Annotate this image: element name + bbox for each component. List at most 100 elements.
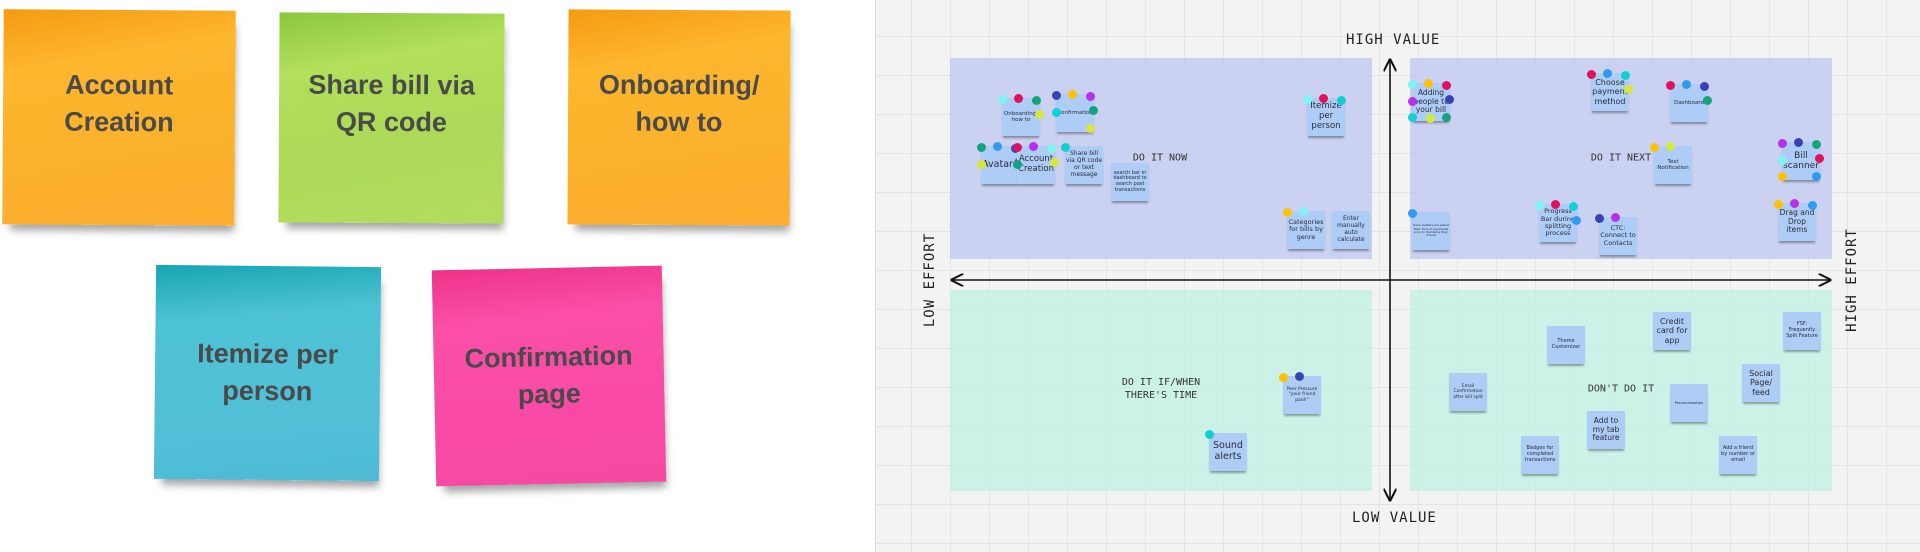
vote-dot <box>1014 94 1023 103</box>
sticky-note-text: Onboarding/ how to <box>1003 110 1039 123</box>
sticky-note[interactable]: Email Confirmation after bill split <box>1449 373 1487 411</box>
sticky-note-text: Badges for completed transactions <box>1524 445 1556 463</box>
quadrant-label-do-it-next: DO IT NEXT <box>1590 152 1652 164</box>
vote-dot <box>1408 97 1417 106</box>
sticky-note[interactable]: Have avatars pre select their form of pa… <box>1408 209 1450 250</box>
vote-dot <box>1295 372 1304 381</box>
vote-dot <box>1052 91 1061 100</box>
vote-dot <box>998 95 1007 104</box>
vote-dot <box>1086 124 1095 133</box>
quadrant-label-dont-do-it: DON'T DO IT <box>1587 383 1655 395</box>
vote-dot <box>1283 208 1292 217</box>
vote-dot <box>977 143 986 152</box>
vote-dot <box>1035 110 1044 119</box>
sticky-note-text: FSF: Frequently Split Feature <box>1786 321 1818 339</box>
sticky-note-text: Social Page/ feed <box>1749 369 1773 397</box>
sticky-note[interactable]: search bar in dashboard to search past t… <box>1111 163 1149 201</box>
vote-dot <box>1778 156 1787 165</box>
sticky-note[interactable]: Dashboard <box>1666 80 1712 122</box>
vote-dot <box>1089 106 1098 115</box>
axis-label-high-effort: HIGH EFFORT <box>1843 228 1860 332</box>
vote-dot <box>1442 81 1451 90</box>
sticky-note[interactable]: Categories for bills by genre <box>1283 207 1325 249</box>
sticky-note[interactable]: Bill scanner <box>1778 138 1824 181</box>
vote-dot <box>1569 202 1578 211</box>
sticky-note-text: Choose payment method <box>1592 78 1628 106</box>
vote-dot <box>1319 94 1328 103</box>
sticky-note[interactable]: FSF: Frequently Split Feature <box>1783 312 1821 350</box>
vote-dot <box>1013 143 1022 152</box>
sticky-note-text: Email Confirmation after bill split <box>1453 384 1483 400</box>
vote-dot <box>1408 113 1417 122</box>
vote-dot <box>1778 172 1787 181</box>
sticky-note-text: Enter manually auto calculate <box>1337 215 1365 243</box>
sticky-note[interactable]: CTC: Connect to Contacts <box>1595 213 1637 255</box>
sticky-note-text: Theme Customizer <box>1551 338 1581 350</box>
vote-dot <box>1611 213 1620 222</box>
sticky-note-text: Drag and Drop items <box>1779 208 1815 235</box>
vote-dot <box>1445 95 1454 104</box>
vote-dot <box>1424 79 1433 88</box>
vote-dot <box>1408 80 1417 89</box>
vote-dot <box>1426 114 1435 123</box>
sticky-note-text: Personalization <box>1674 399 1704 405</box>
sticky-note[interactable]: Theme Customizer <box>1547 326 1585 364</box>
sticky-note[interactable]: Confirmation <box>1052 90 1098 133</box>
vote-dot <box>1666 81 1675 90</box>
vote-dot <box>1666 142 1675 151</box>
vote-dot <box>1052 108 1061 117</box>
vote-dot <box>1061 143 1070 152</box>
vote-dot <box>1682 80 1691 89</box>
quadrant-label-do-it-if-time: DO IT IF/WHEN THERE'S TIME <box>1121 377 1201 401</box>
vote-dot <box>1551 200 1560 209</box>
sticky-note[interactable]: Itemize per person <box>1303 94 1346 136</box>
sticky-note-text: Bill scanner <box>1783 150 1819 171</box>
sticky-note-text: Add to my tab feature <box>1592 416 1620 443</box>
sticky-note-text: Categories for bills by genre <box>1288 217 1324 241</box>
sticky-note[interactable]: Onboarding/ how to <box>998 94 1044 136</box>
vote-dot <box>1068 90 1077 99</box>
sticky-note[interactable]: Personalization <box>1670 384 1708 422</box>
vote-dot <box>1621 71 1630 80</box>
vote-dot <box>1205 430 1214 439</box>
vote-dot <box>1047 144 1056 153</box>
vote-dot <box>1794 138 1803 147</box>
sticky-note-text: Peer Pressure "your friend paid!" <box>1286 387 1318 403</box>
vote-dot <box>993 142 1002 151</box>
sticky-note[interactable]: Add to my tab feature <box>1587 411 1625 449</box>
vote-dot <box>1337 96 1346 105</box>
vote-dot <box>1812 140 1821 149</box>
sticky-note-text: Sound alerts <box>1213 440 1243 462</box>
sticky-note-text: Progress Bar during splitting process <box>1540 207 1576 238</box>
sticky-note-text: Itemize per person <box>1310 101 1342 131</box>
vote-dot <box>1595 214 1604 223</box>
sticky-note[interactable]: Enter manually auto calculate <box>1332 211 1370 249</box>
vote-dot <box>1303 95 1312 104</box>
sticky-note[interactable]: Progress Bar during splitting process <box>1535 200 1581 242</box>
vote-dot <box>1603 69 1612 78</box>
sticky-note[interactable]: Peer Pressure "your friend paid!" <box>1279 372 1321 414</box>
sticky-note[interactable]: Sound alerts <box>1205 430 1247 471</box>
vote-dot <box>1299 207 1308 216</box>
sticky-note[interactable]: Drag and Drop items <box>1774 199 1817 241</box>
sticky-note[interactable]: Share bill via QR code or text message <box>1061 143 1103 184</box>
sticky-note-text: Have avatars pre select their form of pa… <box>1413 223 1449 238</box>
sticky-note[interactable]: Adding people to your bill <box>1408 79 1454 123</box>
axis-label-low-value: LOW VALUE <box>1352 510 1437 526</box>
vote-dot <box>1572 216 1581 225</box>
vote-dot <box>1815 154 1824 163</box>
sticky-note-text: Adding people to your bill <box>1413 88 1449 115</box>
sticky-note[interactable]: Text Notification <box>1650 142 1692 184</box>
sticky-note[interactable]: Social Page/ feed <box>1742 364 1780 402</box>
sticky-note[interactable]: Account Creation <box>1013 142 1059 184</box>
sticky-note-text: Avatars <box>982 158 1018 170</box>
vote-dot <box>1086 92 1095 101</box>
vote-dot <box>1013 160 1022 169</box>
vote-dot <box>1050 158 1059 167</box>
sticky-note-text: Credit card for app <box>1656 317 1688 345</box>
sticky-note[interactable]: Badges for completed transactions <box>1521 436 1559 474</box>
axis-label-high-value: HIGH VALUE <box>1346 32 1441 48</box>
sticky-note[interactable]: Choose payment method <box>1587 69 1633 111</box>
sticky-note[interactable]: Add a friend by number or email <box>1719 436 1757 474</box>
sticky-note[interactable]: Credit card for app <box>1653 312 1691 350</box>
